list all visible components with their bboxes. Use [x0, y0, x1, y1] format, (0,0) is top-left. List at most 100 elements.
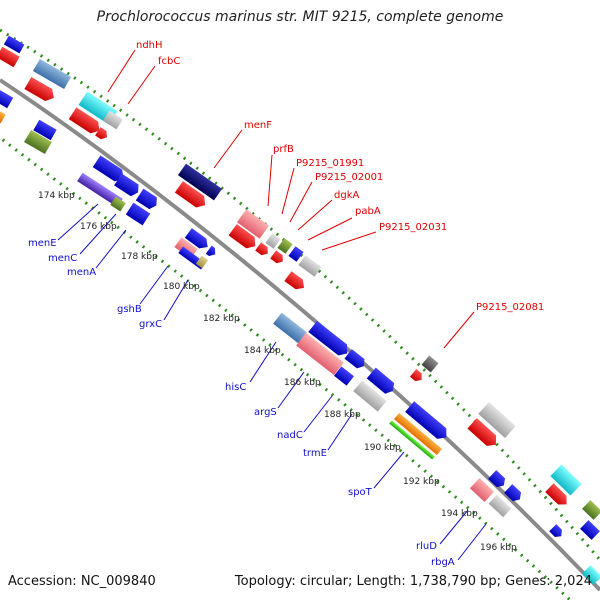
gene-feature	[32, 58, 72, 90]
tick-label: 190 kbp	[364, 443, 401, 453]
tick-label: 174 kbp	[38, 191, 75, 201]
gene-feature	[24, 76, 54, 102]
gene-label: rbgA	[431, 557, 455, 568]
gene-label: spoT	[348, 487, 373, 498]
gene-feature	[344, 349, 365, 369]
gene-feature	[334, 366, 354, 386]
gene-feature	[469, 478, 495, 502]
gene-feature	[393, 412, 443, 456]
gene-feature	[273, 312, 307, 344]
gene-label: trmE	[303, 448, 327, 459]
gene-feature	[284, 271, 305, 290]
gene-feature	[545, 483, 567, 505]
gene-feature	[296, 332, 344, 376]
gene-feature	[366, 367, 395, 394]
gene-label: menE	[28, 238, 57, 249]
gene-feature	[504, 484, 522, 502]
tick-label: 184 kbp	[244, 346, 281, 356]
gene-label: P9215_02001	[315, 172, 383, 183]
gene-feature	[0, 89, 14, 109]
gene-feature	[110, 196, 126, 212]
gene-label: hisC	[225, 382, 246, 393]
gene-feature	[265, 233, 281, 249]
gene-label: nadC	[277, 430, 303, 441]
gene-feature	[308, 320, 348, 356]
tick-label: 186 kbp	[284, 378, 321, 388]
gene-label: P9215_02081	[476, 302, 544, 313]
map-title: Prochlorococcus marinus str. MIT 9215, c…	[96, 9, 504, 25]
gene-feature	[582, 500, 600, 520]
gene-feature	[0, 46, 20, 68]
gene-feature	[236, 209, 270, 239]
gene-label: argS	[254, 407, 277, 418]
gene-feature	[228, 224, 256, 249]
gene-label: dgkA	[334, 190, 359, 201]
gene-feature	[549, 524, 562, 537]
tick-label: 194 kbp	[441, 509, 478, 519]
tick-label: 188 kbp	[324, 410, 361, 420]
inner-dotted-track	[0, 135, 572, 600]
gene-feature	[255, 242, 268, 256]
tick-label: 180 kbp	[163, 282, 200, 292]
gene-label: fcbC	[158, 56, 180, 67]
gene-feature	[68, 107, 100, 134]
gene-feature	[353, 380, 387, 412]
topology-summary: Topology: circular; Length: 1,738,790 bp…	[234, 574, 592, 589]
gene-feature	[478, 402, 516, 438]
gene-label: rluD	[416, 541, 437, 552]
gene-feature	[95, 127, 108, 140]
gene-label: pabA	[355, 206, 381, 217]
reverse-leaders	[57, 203, 487, 561]
gene-feature	[205, 245, 216, 257]
gene-feature	[195, 255, 209, 269]
gene-label: prfB	[273, 144, 294, 155]
accession-text: Accession: NC_009840	[8, 574, 156, 589]
gene-feature	[277, 238, 293, 254]
kbp-ticks: 174 kbp 176 kbp 178 kbp 180 kbp 182 kbp …	[38, 191, 517, 553]
gene-feature	[580, 520, 600, 540]
gene-feature	[467, 418, 497, 446]
gene-feature	[409, 368, 422, 382]
gene-feature	[421, 355, 439, 373]
gene-label: P9215_01991	[296, 158, 364, 169]
gene-label: menA	[67, 267, 96, 278]
reverse-gene-labels: menE menC menA gshB grxC hisC argS nadC …	[28, 238, 455, 568]
gene-label: grxC	[139, 319, 162, 330]
gene-feature	[77, 172, 123, 208]
gene-label: gshB	[117, 304, 142, 315]
gene-feature	[114, 173, 139, 197]
gene-label: menC	[48, 253, 77, 264]
gene-feature	[488, 494, 512, 518]
gene-feature	[3, 35, 25, 54]
gene-feature	[184, 228, 208, 249]
gene-feature	[488, 470, 506, 488]
gene-feature	[103, 110, 123, 130]
tick-label: 176 kbp	[80, 222, 117, 232]
reverse-features	[0, 108, 600, 585]
gene-feature	[0, 108, 6, 124]
gene-label: ndhH	[136, 40, 163, 51]
gene-feature	[135, 188, 157, 210]
gene-feature	[24, 129, 52, 155]
forward-features	[0, 35, 600, 540]
gene-feature	[298, 255, 322, 277]
genome-backbone	[0, 78, 600, 592]
gene-feature	[92, 155, 124, 182]
gene-feature	[550, 464, 582, 496]
tick-label: 178 kbp	[121, 252, 158, 262]
gene-feature	[288, 246, 304, 262]
forward-leaders	[107, 49, 475, 349]
gene-label: menF	[244, 120, 272, 131]
forward-gene-labels: ndhH fcbC menF prfB P9215_01991 P9215_02…	[136, 40, 544, 313]
gene-feature	[389, 420, 435, 460]
gene-feature	[582, 565, 600, 585]
gene-feature	[405, 401, 447, 439]
gene-feature	[125, 202, 151, 226]
gene-feature	[33, 119, 57, 141]
tick-label: 182 kbp	[203, 314, 240, 324]
tick-label: 196 kbp	[480, 543, 517, 553]
gene-feature	[177, 163, 223, 201]
gene-feature	[270, 250, 283, 264]
tick-label: 192 kbp	[403, 477, 440, 487]
